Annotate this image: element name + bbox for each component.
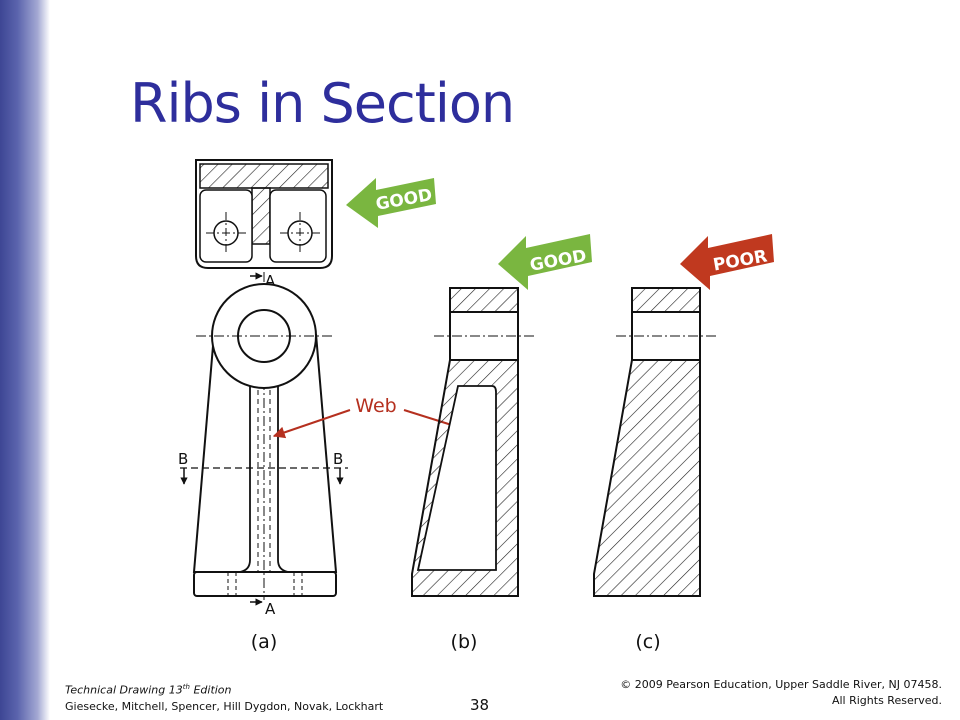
view-label-b: (b) [451, 631, 478, 653]
web-label: Web [355, 395, 396, 417]
slide-title: Ribs in Section [130, 72, 515, 135]
good-tag-top: GOOD [346, 178, 436, 228]
footer-copyright-line: © 2009 Pearson Education, Upper Saddle R… [620, 678, 942, 691]
footer-rights-line: All Rights Reserved. [831, 694, 942, 707]
poor-tag-c: POOR [680, 234, 774, 290]
view-a-top-section [195, 159, 333, 269]
footer-book-title: Technical Drawing 13th Edition [65, 683, 232, 697]
view-c-section [593, 287, 716, 597]
view-b-section [411, 287, 534, 597]
good-tag-b: GOOD [498, 234, 592, 290]
view-a-front: A B B A [178, 272, 348, 618]
view-label-c: (c) [635, 631, 660, 653]
cut-label-a-bottom: A [265, 600, 276, 618]
cut-label-a-top: A [265, 272, 276, 290]
page-number: 38 [470, 696, 490, 714]
cut-label-b-left: B [178, 450, 188, 468]
sidebar-gradient [0, 0, 50, 720]
footer-authors: Giesecke, Mitchell, Spencer, Hill Dygdon… [65, 699, 384, 713]
footer-book-info: Technical Drawing 13th Edition Giesecke,… [65, 679, 383, 715]
view-label-a: (a) [251, 631, 277, 653]
cut-label-b-right: B [333, 450, 343, 468]
footer-copyright: © 2009 Pearson Education, Upper Saddle R… [620, 677, 942, 709]
